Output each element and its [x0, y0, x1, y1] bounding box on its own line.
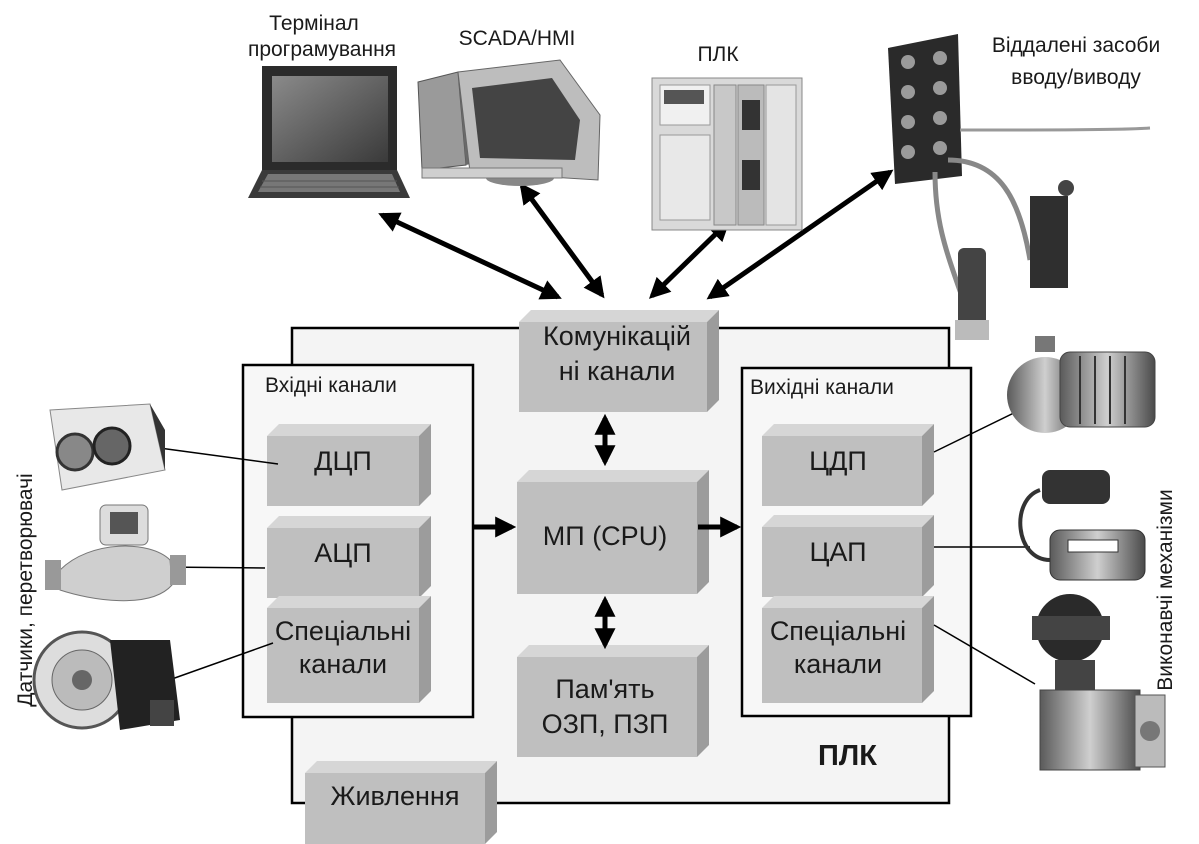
memory-label-2: ОЗП, ПЗП: [542, 709, 669, 739]
power-box: [305, 761, 497, 844]
input-special-label-1: Спеціальні: [275, 616, 411, 646]
input-special-label-2: канали: [299, 649, 387, 679]
flowmeter-icon: [45, 504, 186, 602]
cpu-label: МП (CPU): [543, 521, 667, 551]
encoder-icon: [32, 630, 180, 730]
dcp-label: ДЦП: [314, 446, 372, 476]
adc-box: [267, 516, 431, 598]
servo-motor-icon: [1039, 660, 1166, 771]
memory-label-1: Пам'ять: [555, 674, 654, 704]
comm-label-1: Комунікацій: [543, 321, 691, 351]
plc-label: ПЛК: [818, 740, 877, 772]
scada-label: SCADA/HMI: [459, 27, 576, 50]
line-pushbutton-dcp: [151, 446, 279, 465]
power-label: Живлення: [331, 781, 460, 811]
cdp-label: ЦДП: [809, 446, 867, 476]
sensors-side-label: Датчики, перетворювачі: [14, 473, 37, 706]
dcp-box: [267, 424, 431, 506]
valve-actuator-icon: [1018, 470, 1146, 662]
arrow-terminal-comm: [378, 212, 562, 300]
pump-icon: [1007, 336, 1156, 433]
output-special-label-1: Спеціальні: [770, 616, 906, 646]
output-panel-header: Вихідні канали: [750, 376, 894, 399]
arrow-plc-comm: [648, 220, 731, 299]
memory-box: [517, 645, 709, 757]
plc-device-label: ПЛК: [697, 43, 739, 66]
computer-monitor-icon: [417, 59, 601, 186]
remote-io-label-1: Віддалені засоби: [992, 34, 1160, 57]
arrow-remoteio-comm: [706, 169, 894, 300]
line-special-servo: [933, 624, 1036, 685]
input-special-box: [267, 596, 431, 703]
dac-box: [762, 515, 934, 597]
dac-label: ЦАП: [809, 537, 866, 567]
terminal-label-1: Термінал: [269, 12, 359, 35]
cdp-box: [762, 424, 934, 506]
output-special-label-2: канали: [794, 649, 882, 679]
line-cdp-pump: [933, 409, 1021, 453]
pushbutton-icon: [49, 403, 166, 491]
comm-box: [519, 310, 719, 412]
remote-io-icon: [888, 34, 1151, 340]
cpu-box: [517, 470, 709, 594]
input-panel-header: Вхідні канали: [265, 374, 397, 397]
adc-label: АЦП: [314, 538, 371, 568]
remote-io-label-2: вводу/виводу: [1011, 66, 1141, 89]
arrow-scada-comm: [519, 182, 605, 299]
comm-label-2: ні канали: [559, 356, 676, 386]
output-special-box: [762, 596, 934, 703]
laptop-icon: [248, 66, 410, 198]
actuators-side-label: Виконавчі механізми: [1154, 489, 1177, 690]
terminal-label-2: програмування: [248, 38, 396, 61]
plc-device-icon: [651, 77, 803, 231]
